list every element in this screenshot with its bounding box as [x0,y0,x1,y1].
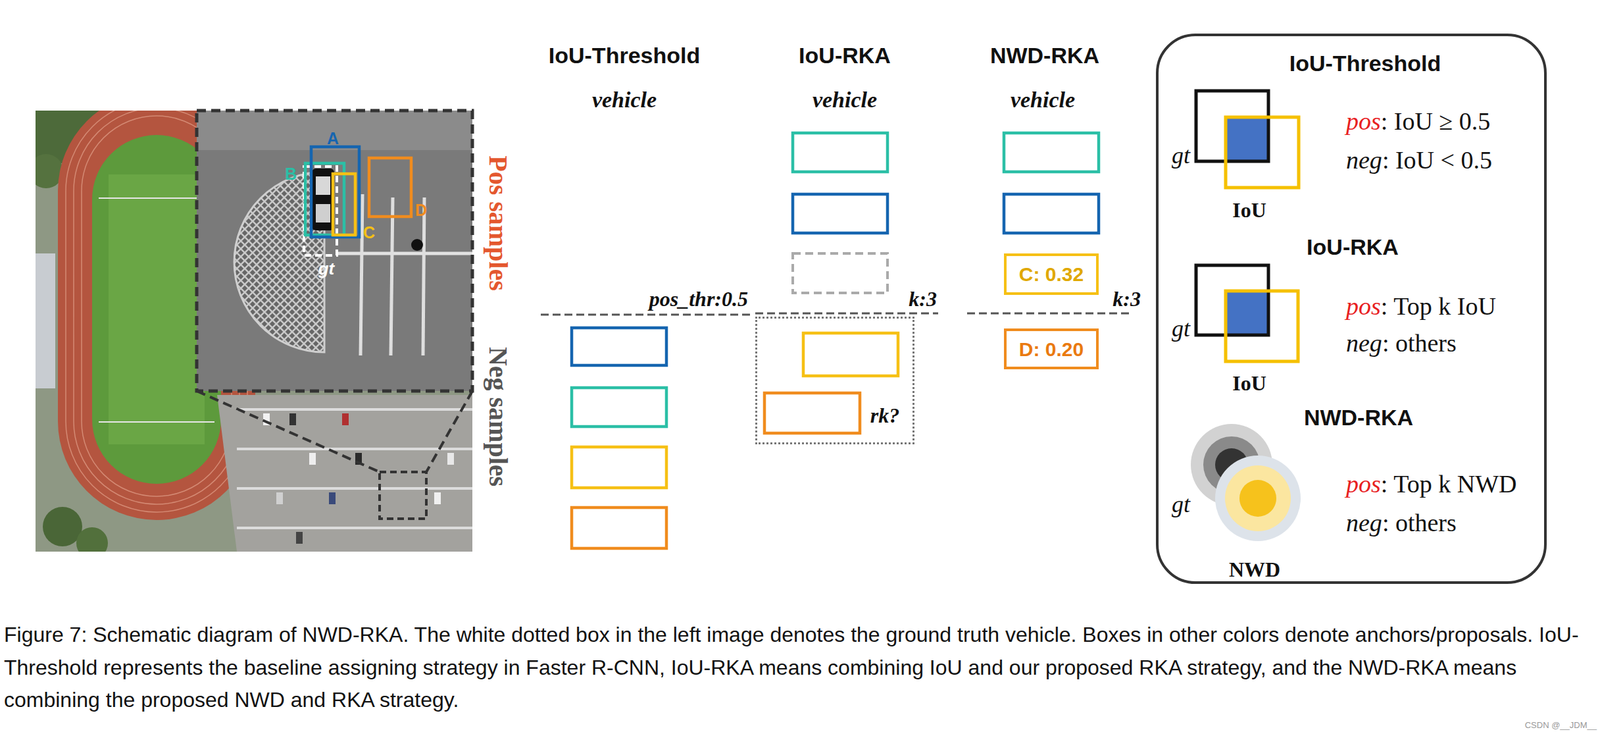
column-header: IoU-RKA [798,43,891,68]
class-label: vehicle [812,87,877,112]
rule-row: pos: IoU ≥ 0.5 [1346,107,1491,136]
rank-question: rk? [870,403,900,427]
candidate-group: rk? [755,316,915,445]
metric-label: IoU [1232,198,1267,222]
score-box: C: 0.32 [1003,253,1099,295]
pos-term: pos [1346,292,1381,321]
rule-row: neg: IoU < 0.5 [1346,146,1493,175]
nwd-score: D: 0.20 [1019,338,1084,360]
side-label: Neg samples [483,346,513,487]
threshold-label: k:3 [1112,287,1141,311]
rule-text: : Top k NWD [1380,470,1518,499]
neg-term: neg [1346,509,1383,537]
nwd-score: C: 0.32 [1019,263,1084,285]
aerial-photo [35,110,473,552]
score-box: D: 0.20 [1003,328,1099,370]
column-header: NWD-RKA [990,43,1100,68]
rule-row: pos: Top k IoU [1346,292,1497,321]
figure-caption: Figure 7: Schematic diagram of NWD-RKA. … [3,618,1595,717]
watermark: CSDN @__JDM__ [1525,720,1597,730]
box-letter: C [363,223,375,243]
class-label: vehicle [1010,87,1075,112]
class-label: vehicle [592,87,657,112]
rule-text: : IoU ≥ 0.5 [1380,107,1491,136]
threshold-label: pos_thr:0.5 [649,287,749,311]
rule-row: pos: Top k NWD [1346,470,1517,499]
box-letter: A [326,129,339,149]
neg-term: neg [1346,146,1383,175]
legend-panel: pos: IoU ≥ 0.5neg: IoU < 0.5pos: Top k I… [1155,33,1547,584]
column-header: IoU-Threshold [548,43,700,68]
rule-text: : Top k IoU [1380,292,1497,321]
side-label: Pos samples [483,155,513,291]
gt-label: gt [318,259,335,279]
gt-label: gt [1171,142,1191,170]
rule-text: : IoU < 0.5 [1382,146,1493,175]
box-letter: B [284,165,297,184]
rule-row: neg: others [1346,509,1457,537]
metric-label: NWD [1228,557,1281,581]
panel-heading: NWD-RKA [1303,405,1414,430]
gt-label: gt [1171,315,1191,343]
rule-row: neg: others [1346,329,1457,358]
zoom-inset [196,110,473,391]
rule-text: : others [1382,509,1457,537]
pos-term: pos [1346,470,1381,499]
panel-heading: IoU-RKA [1306,234,1399,260]
panel-heading: IoU-Threshold [1289,51,1441,76]
metric-label: IoU [1232,371,1267,395]
box-letter: D [415,201,427,220]
threshold-label: k:3 [908,287,937,311]
neg-term: neg [1346,329,1383,358]
pos-term: pos [1346,107,1381,136]
rule-text: : others [1382,329,1457,358]
gt-label: gt [1171,491,1191,518]
